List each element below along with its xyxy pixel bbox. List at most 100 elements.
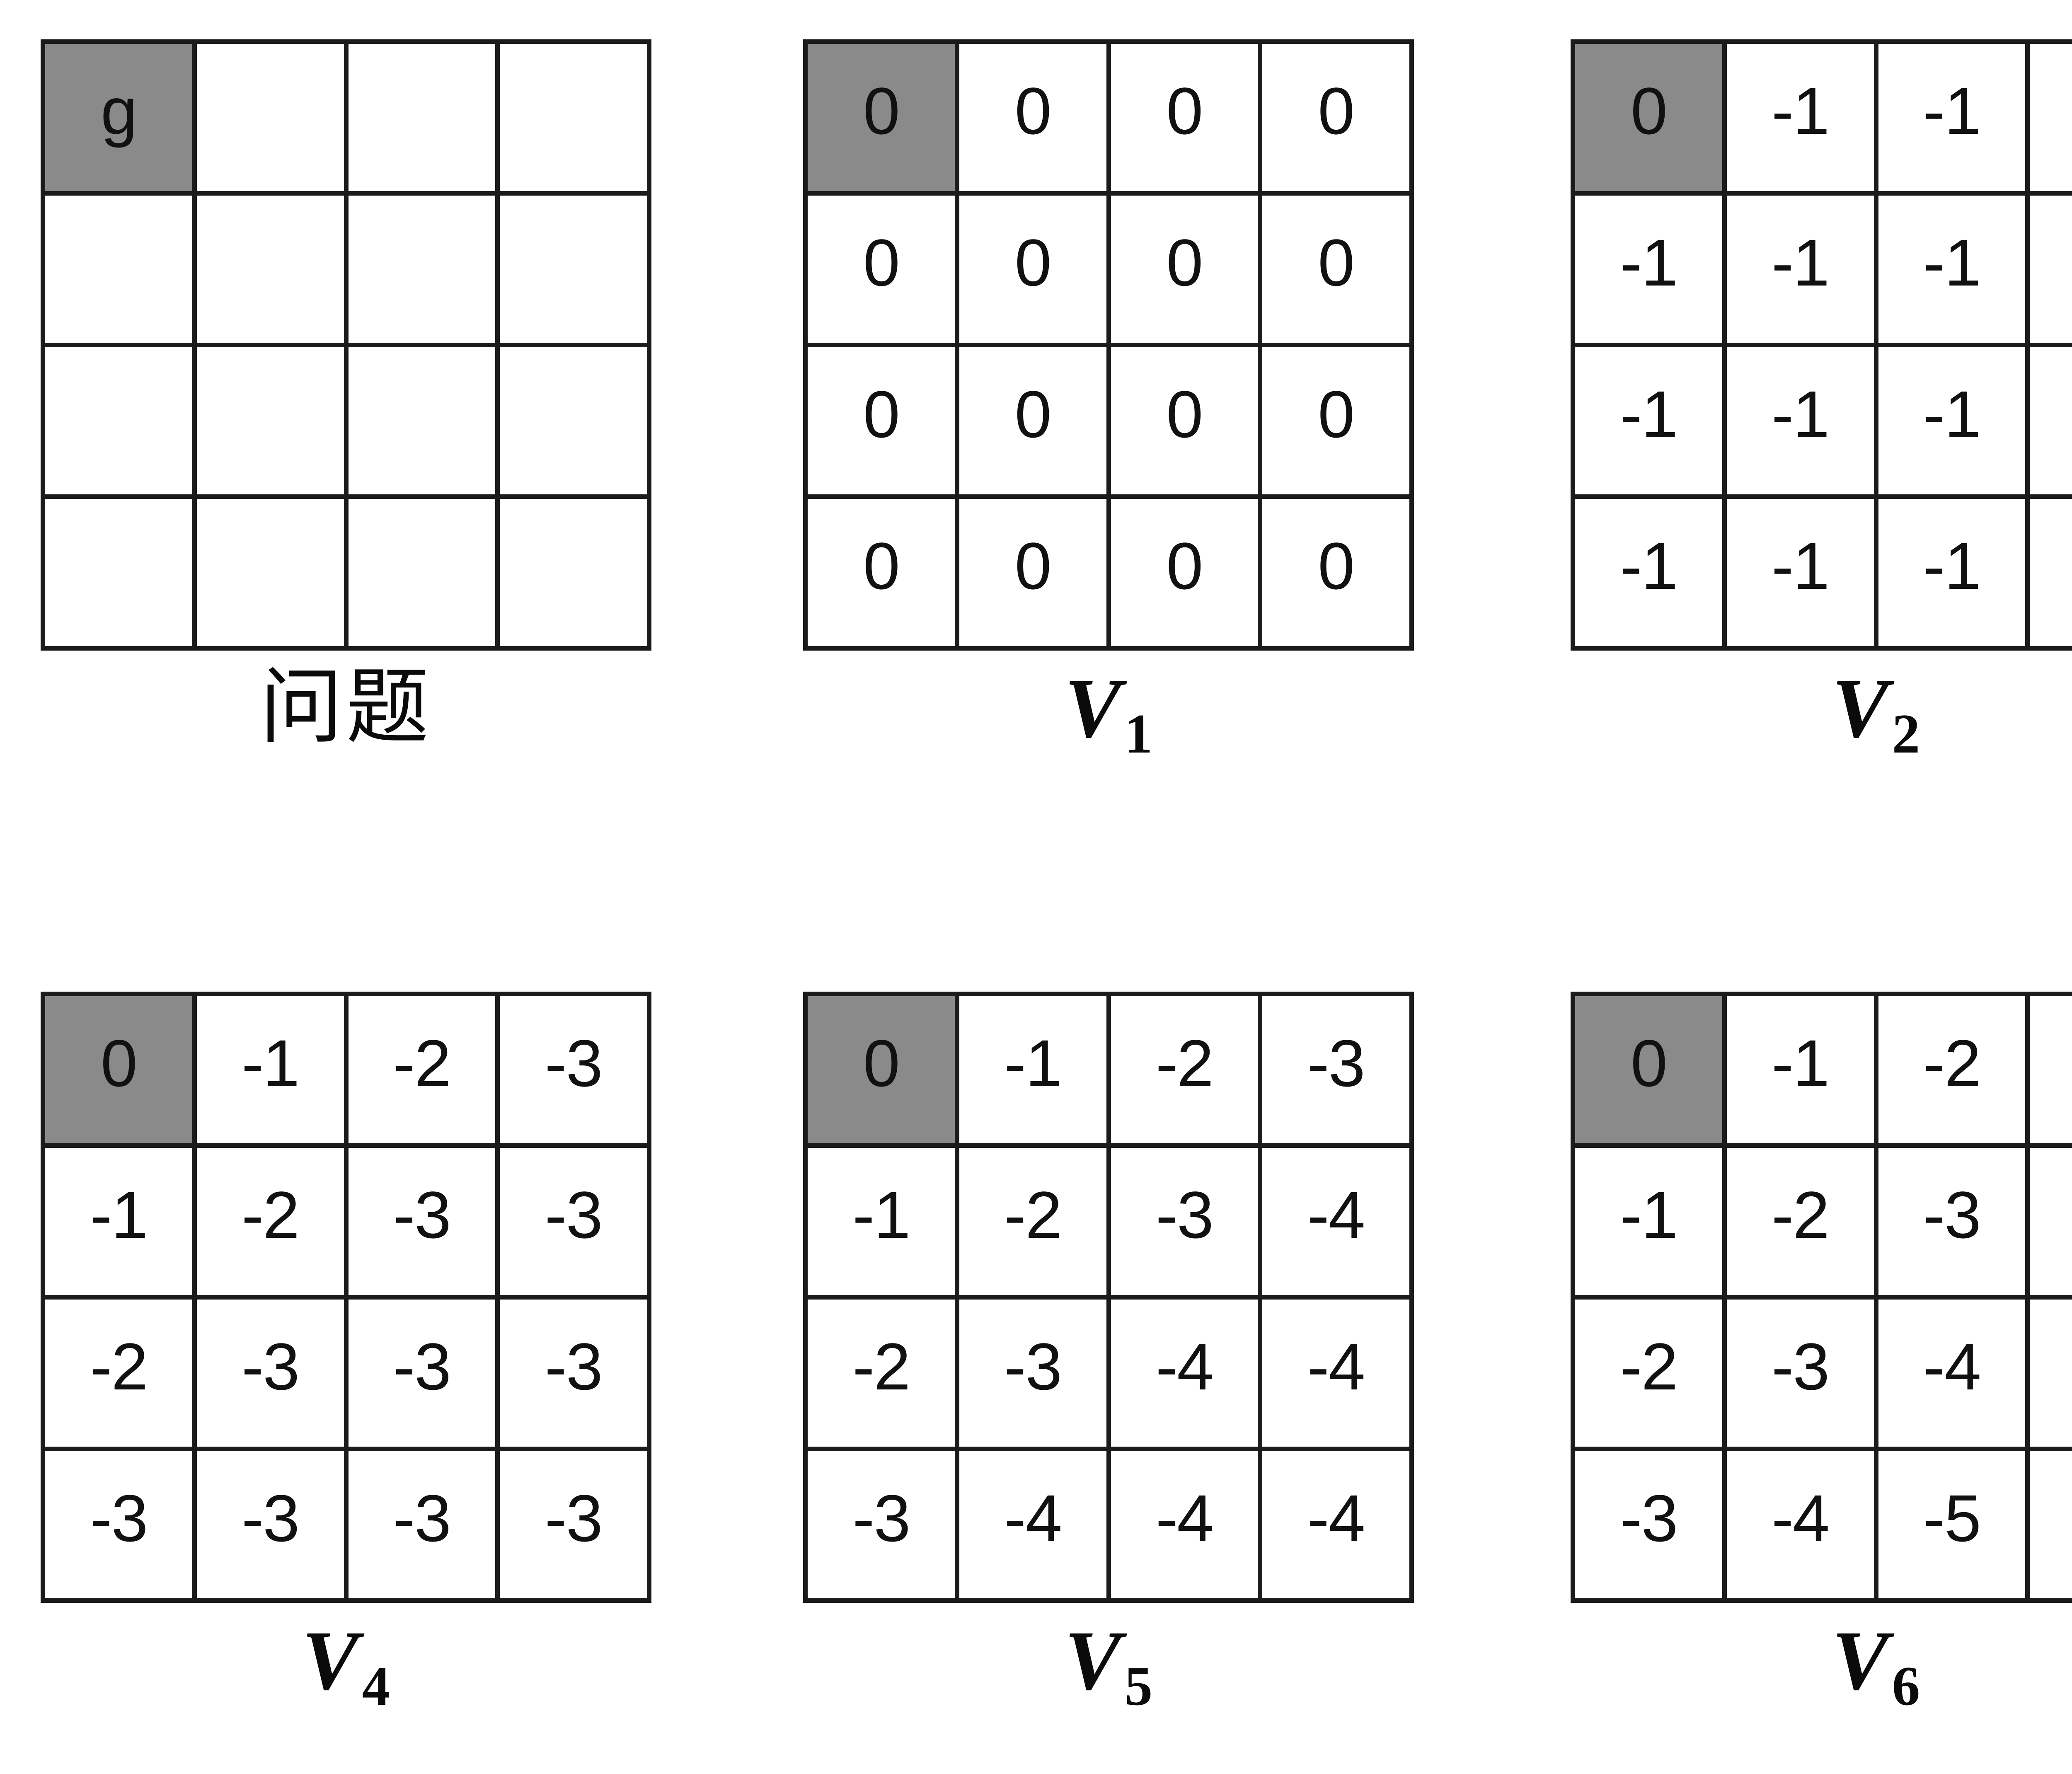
grid-cell[interactable]: -4 <box>959 1451 1111 1603</box>
grid-cell[interactable]: -3 <box>959 1300 1111 1451</box>
cell-value: -1 <box>1771 377 1830 451</box>
grid-cell[interactable]: -1 <box>1878 499 2030 651</box>
grid-cell[interactable]: 0 <box>808 44 959 196</box>
grid-cell[interactable]: -2 <box>1111 996 1263 1148</box>
grid-cell[interactable]: -5 <box>2030 1451 2072 1603</box>
grid-cell[interactable]: 0 <box>959 499 1111 651</box>
grid-cell[interactable]: 0 <box>959 44 1111 196</box>
grid-cell[interactable]: 0 <box>1111 44 1263 196</box>
grid-cell[interactable]: g <box>45 44 197 196</box>
grid-cell[interactable] <box>45 196 197 347</box>
grid-cell[interactable]: -3 <box>196 1300 349 1451</box>
grid-cell[interactable]: -1 <box>1726 996 1878 1148</box>
grid-cell[interactable]: 0 <box>1111 347 1263 499</box>
grid-cell[interactable] <box>196 44 349 196</box>
grid-cell[interactable]: -2 <box>1726 1148 1878 1300</box>
grid-cell[interactable]: -4 <box>1726 1451 1878 1603</box>
grid-cell[interactable]: -1 <box>2030 499 2072 651</box>
grid-cell[interactable]: -1 <box>45 1148 197 1300</box>
grid-cell[interactable]: -1 <box>1726 347 1878 499</box>
grid-cell[interactable]: 0 <box>1111 196 1263 347</box>
grid-cell[interactable]: -2 <box>45 1300 197 1451</box>
grid-cell[interactable] <box>348 196 500 347</box>
grid-cell[interactable]: -1 <box>1575 347 1727 499</box>
grid-cell[interactable]: -3 <box>45 1451 197 1603</box>
grid-cell[interactable]: 0 <box>1262 44 1414 196</box>
cell-value: -1 <box>1620 1177 1678 1252</box>
grid-cell[interactable]: -3 <box>1726 1300 1878 1451</box>
grid-cell[interactable]: 0 <box>1575 44 1727 196</box>
grid-cell[interactable]: -2 <box>1575 1300 1727 1451</box>
grid-cell[interactable]: -5 <box>2030 1300 2072 1451</box>
grid-cell[interactable]: 0 <box>808 996 959 1148</box>
grid-cell[interactable]: -3 <box>1878 1148 2030 1300</box>
grid-cell[interactable]: -1 <box>2030 44 2072 196</box>
grid-cell[interactable]: 0 <box>45 996 197 1148</box>
grid-cell[interactable]: 0 <box>1575 996 1727 1148</box>
grid-cell[interactable] <box>45 499 197 651</box>
grid-cell[interactable]: -1 <box>1726 196 1878 347</box>
grid-cell[interactable]: -3 <box>348 1148 500 1300</box>
grid-cell[interactable]: -2 <box>808 1300 959 1451</box>
grid-cell[interactable]: 0 <box>1262 499 1414 651</box>
grid-cell[interactable]: -1 <box>1878 196 2030 347</box>
grid-cell[interactable]: -5 <box>1878 1451 2030 1603</box>
grid-cell[interactable]: -3 <box>1111 1148 1263 1300</box>
grid-cell[interactable]: -4 <box>1262 1300 1414 1451</box>
grid-cell[interactable] <box>500 347 651 499</box>
grid-cell[interactable]: -1 <box>1878 44 2030 196</box>
grid-cell[interactable]: -1 <box>1575 196 1727 347</box>
grid-cell[interactable]: -1 <box>1878 347 2030 499</box>
grid-cell[interactable] <box>348 44 500 196</box>
grid-cell[interactable]: -2 <box>196 1148 349 1300</box>
grid-cell[interactable]: -1 <box>196 996 349 1148</box>
grid-cell[interactable]: -2 <box>959 1148 1111 1300</box>
grid-cell[interactable]: -3 <box>2030 996 2072 1148</box>
grid-cell[interactable]: -4 <box>1111 1300 1263 1451</box>
grid-cell[interactable]: -1 <box>808 1148 959 1300</box>
grid-cell[interactable]: 0 <box>1262 347 1414 499</box>
grid-cell[interactable]: 0 <box>1111 499 1263 651</box>
grid-cell[interactable]: 0 <box>959 347 1111 499</box>
grid-cell[interactable]: -3 <box>1575 1451 1727 1603</box>
grid-cell[interactable] <box>348 347 500 499</box>
grid-cell[interactable]: -2 <box>348 996 500 1148</box>
grid-cell[interactable]: -3 <box>808 1451 959 1603</box>
grid-cell[interactable]: -1 <box>1726 44 1878 196</box>
grid-cell[interactable] <box>500 499 651 651</box>
grid-cell[interactable]: -3 <box>500 996 651 1148</box>
grid-cell[interactable]: 0 <box>808 499 959 651</box>
grid-cell[interactable] <box>500 44 651 196</box>
grid-cell[interactable] <box>500 196 651 347</box>
grid-cell[interactable]: -3 <box>500 1300 651 1451</box>
grid-cell[interactable]: -4 <box>1262 1451 1414 1603</box>
grid-cell[interactable]: -4 <box>1878 1300 2030 1451</box>
grid-cell[interactable]: -3 <box>348 1300 500 1451</box>
grid-cell[interactable]: -4 <box>2030 1148 2072 1300</box>
grid-cell[interactable]: -1 <box>1726 499 1878 651</box>
grid-cell[interactable] <box>45 347 197 499</box>
grid-cell[interactable]: -4 <box>1111 1451 1263 1603</box>
grid-cell[interactable]: 0 <box>1262 196 1414 347</box>
grid-cell[interactable]: -4 <box>1262 1148 1414 1300</box>
grid-cell[interactable]: -1 <box>2030 196 2072 347</box>
grid-cell[interactable] <box>196 499 349 651</box>
grid-cell[interactable] <box>348 499 500 651</box>
grid-cell[interactable]: -3 <box>348 1451 500 1603</box>
grid-cell[interactable]: 0 <box>808 347 959 499</box>
grid-cell[interactable]: -3 <box>196 1451 349 1603</box>
cell-value: -2 <box>1923 1026 1981 1100</box>
grid-cell[interactable]: -3 <box>1262 996 1414 1148</box>
grid-cell[interactable]: -1 <box>959 996 1111 1148</box>
grid-cell[interactable] <box>196 196 349 347</box>
grid-cell[interactable]: 0 <box>808 196 959 347</box>
grid-cell[interactable] <box>196 347 349 499</box>
grid-cell[interactable]: -1 <box>2030 347 2072 499</box>
grid-cell[interactable]: -1 <box>1575 1148 1727 1300</box>
grid-cell[interactable]: -1 <box>1575 499 1727 651</box>
grid-cell[interactable]: -3 <box>500 1451 651 1603</box>
grid-cell[interactable]: -2 <box>1878 996 2030 1148</box>
grid-cell[interactable]: 0 <box>959 196 1111 347</box>
cell-value: -1 <box>2030 381 2072 448</box>
grid-cell[interactable]: -3 <box>500 1148 651 1300</box>
